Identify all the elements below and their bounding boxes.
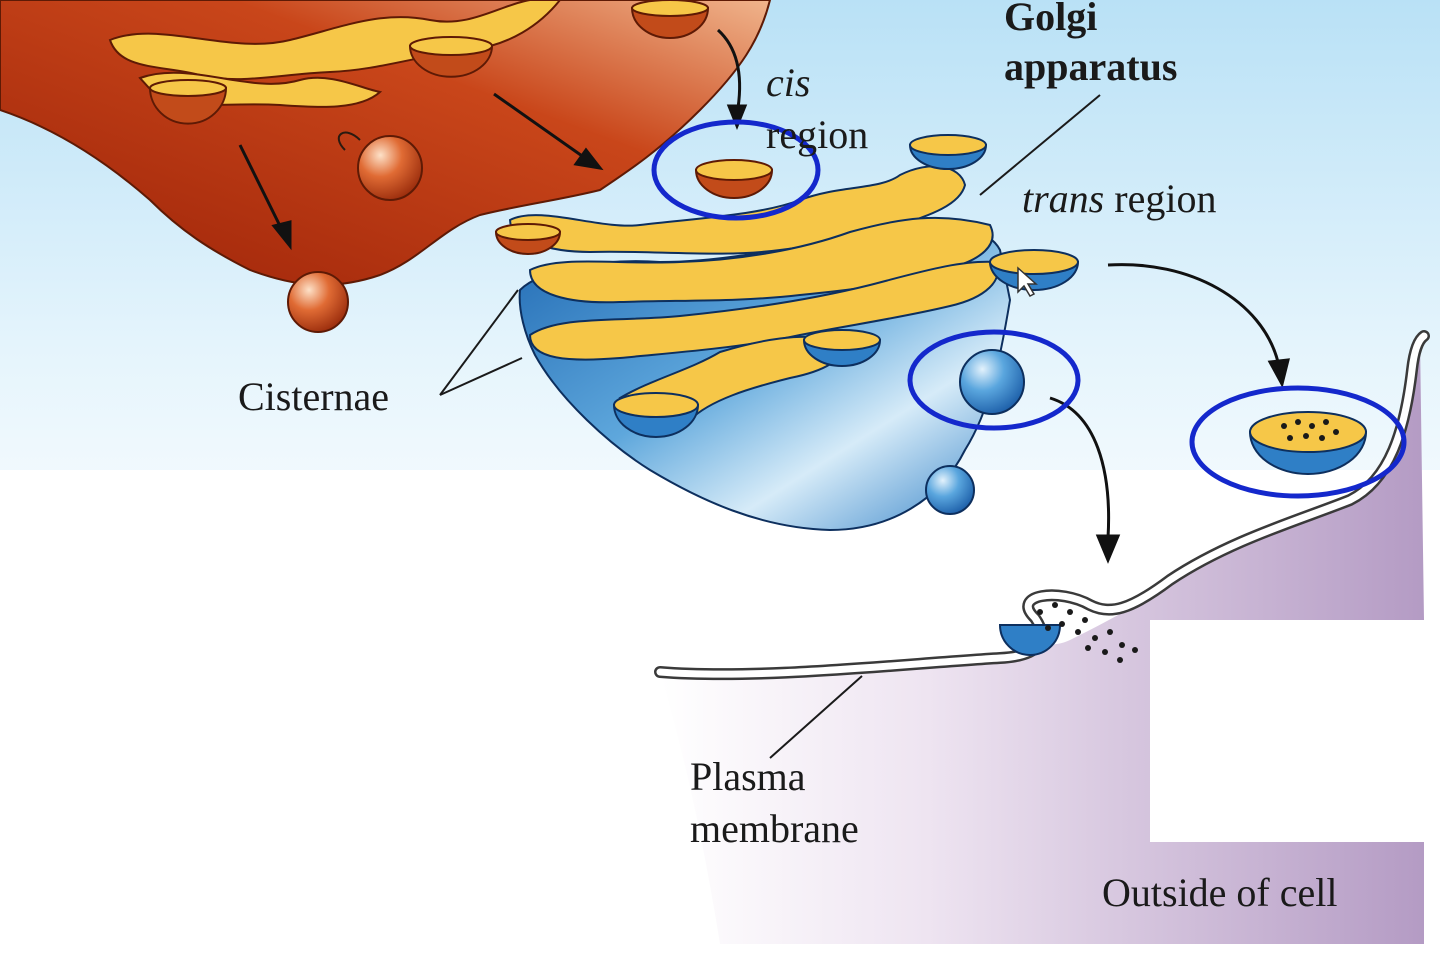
golgi-vesicle-top-right bbox=[908, 134, 988, 170]
trans-region-word: region bbox=[1104, 176, 1216, 221]
er-vesicle-2 bbox=[408, 36, 494, 78]
outside-cell-label: Outside of cell bbox=[1102, 870, 1338, 915]
secreted-particles bbox=[1037, 602, 1138, 663]
golgi-blue-vesicle bbox=[959, 349, 1025, 415]
mouse-cursor-icon bbox=[1017, 266, 1038, 297]
cis-vesicle bbox=[694, 159, 774, 199]
golgi-vesicle-bottom-left bbox=[612, 392, 700, 438]
plasma-membrane-label-line1: Plasma bbox=[690, 754, 806, 799]
cis-highlight-circle bbox=[651, 119, 821, 221]
er-bud-tail bbox=[337, 131, 361, 151]
golgi-label-line2: apparatus bbox=[1004, 44, 1177, 89]
golgi-vesicle-highlight-circle bbox=[907, 329, 1081, 431]
secretory-highlight-circle bbox=[1189, 385, 1407, 499]
free-orange-vesicle bbox=[287, 271, 349, 333]
er-vesicle-3 bbox=[630, 0, 710, 39]
trans-word: trans bbox=[1022, 176, 1104, 221]
cis-region-label: region bbox=[766, 112, 868, 157]
golgi-small-bud bbox=[925, 465, 975, 515]
golgi-label-line1: Golgi bbox=[1004, 0, 1097, 39]
exocytosis-pocket bbox=[998, 624, 1062, 656]
golgi-cisterna-3 bbox=[528, 260, 999, 361]
golgi-cisterna-2 bbox=[528, 216, 994, 304]
golgi-vesicle-middle bbox=[802, 329, 882, 367]
secretory-vesicle bbox=[1248, 411, 1368, 475]
er-arrows bbox=[238, 28, 748, 251]
trans-region-label: trans region bbox=[1022, 176, 1216, 221]
outside-cell-region bbox=[660, 340, 1424, 944]
er-bud-vesicle bbox=[357, 135, 423, 201]
plasma-membrane-label-line2: membrane bbox=[690, 806, 859, 851]
er-vesicle-1 bbox=[148, 79, 228, 125]
cisternae-label: Cisternae bbox=[238, 374, 389, 419]
golgi-vesicle-trans bbox=[988, 249, 1080, 291]
transport-arrows bbox=[1049, 263, 1290, 564]
plasma-membrane-inner bbox=[656, 332, 1428, 678]
cis-label: cis bbox=[766, 60, 810, 105]
leader-lines bbox=[439, 94, 1101, 759]
left-white-patch bbox=[0, 470, 380, 620]
golgi-vesicle-left bbox=[494, 223, 562, 255]
